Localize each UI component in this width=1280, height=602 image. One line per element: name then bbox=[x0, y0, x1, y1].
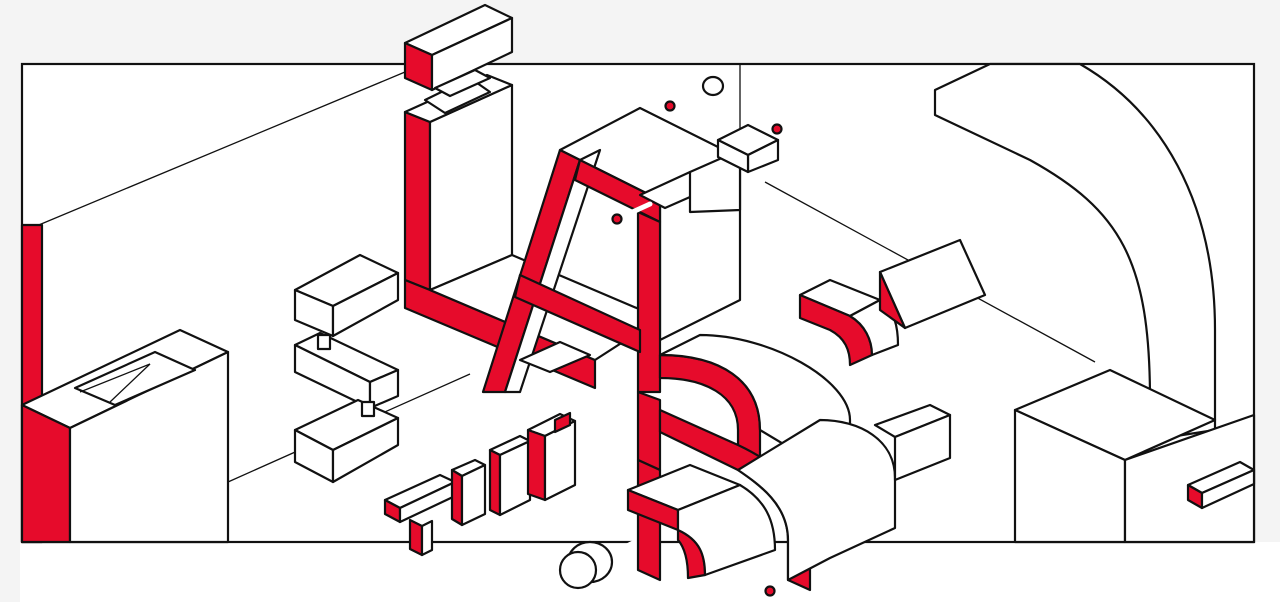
top-block bbox=[403, 3, 514, 98]
small-cube bbox=[716, 123, 780, 174]
lower-bracket bbox=[626, 463, 777, 580]
letter-a bbox=[481, 106, 742, 394]
right-red-block bbox=[1186, 460, 1256, 510]
left-slab bbox=[20, 328, 230, 544]
wedge bbox=[878, 238, 987, 330]
coin bbox=[558, 540, 614, 590]
right-bar bbox=[873, 403, 952, 482]
letter-b bbox=[636, 333, 897, 592]
word-the bbox=[383, 411, 577, 557]
curved-pipe bbox=[933, 62, 1256, 544]
letter-s bbox=[293, 253, 400, 484]
